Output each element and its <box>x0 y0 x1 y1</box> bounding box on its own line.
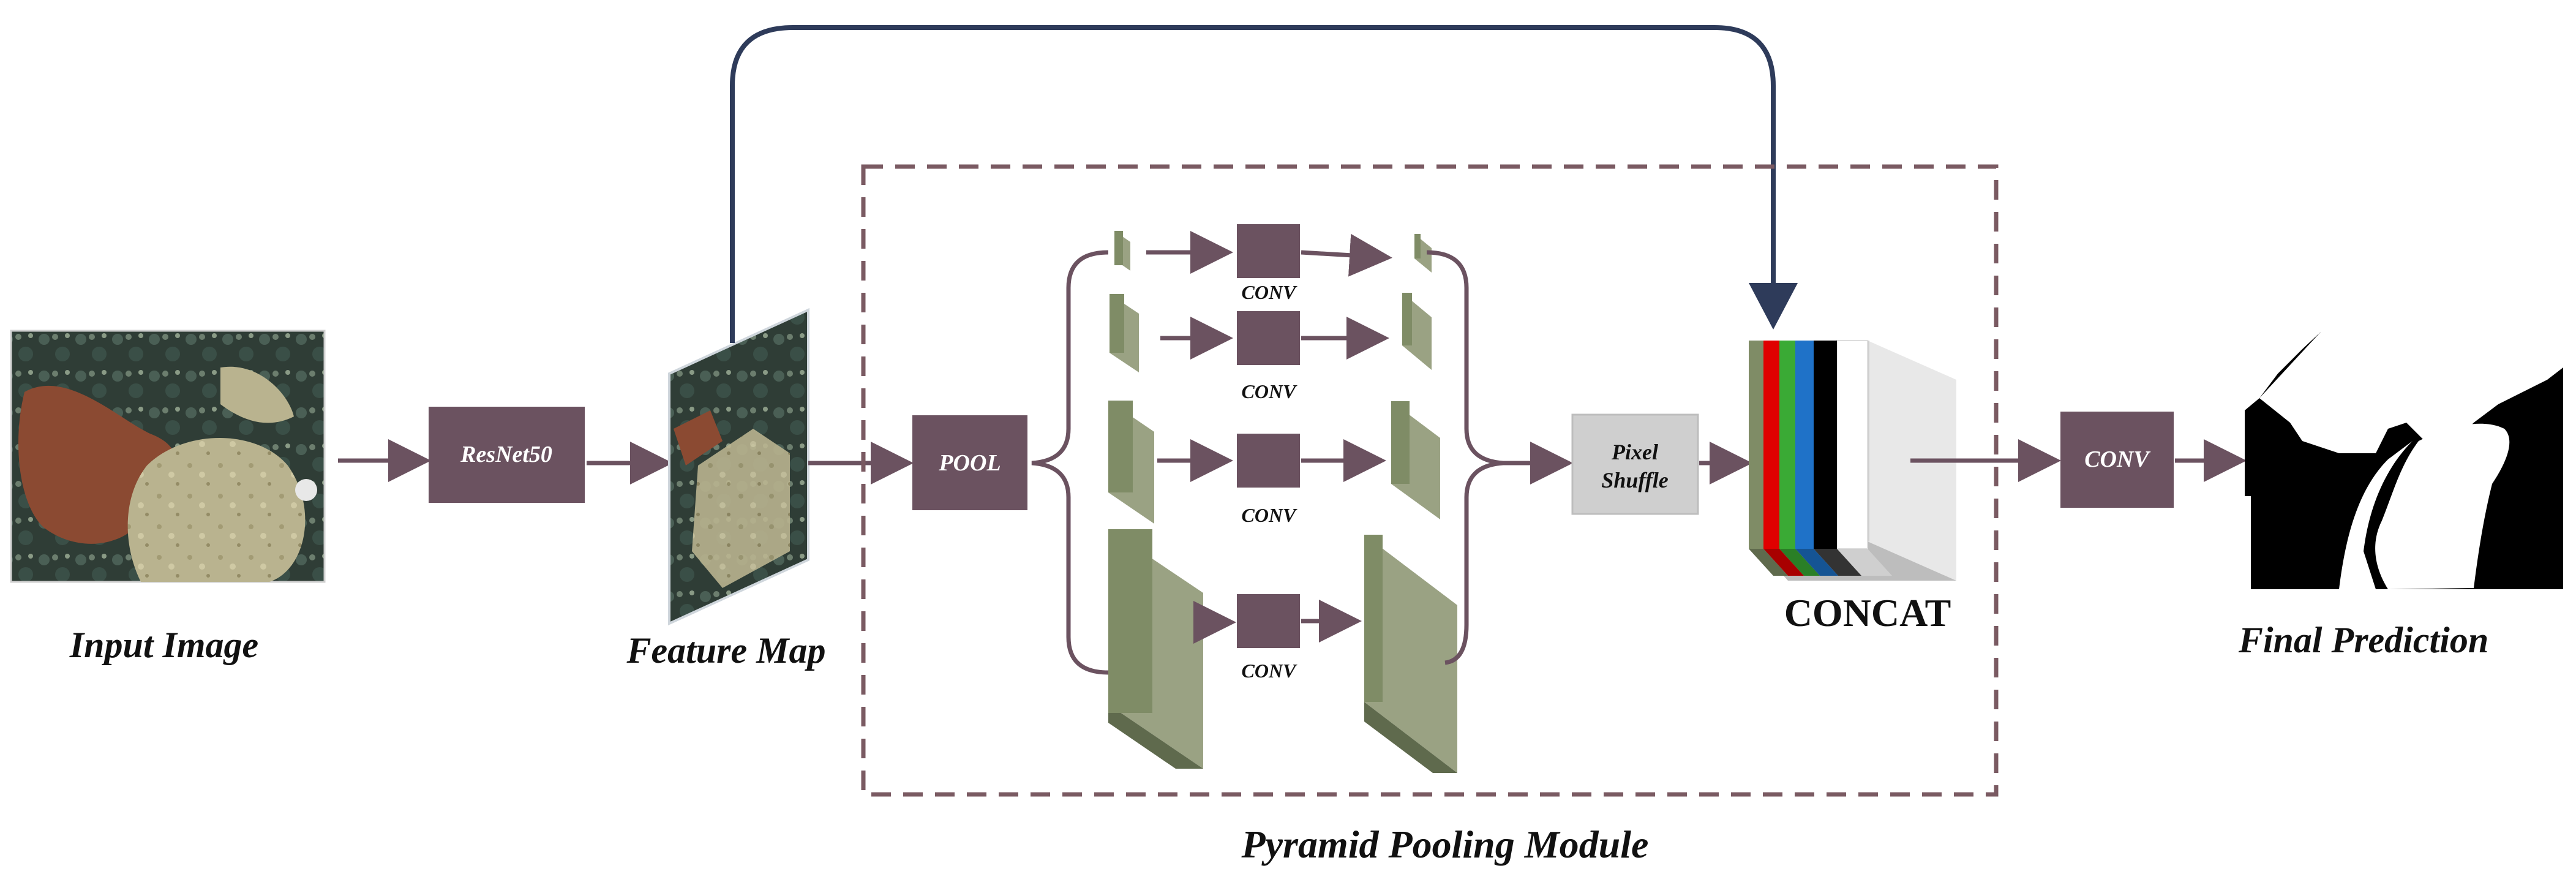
skip-connection-arrowhead <box>1749 283 1798 330</box>
branch-1-conv-block <box>1237 224 1300 278</box>
pixel-shuffle-label-line1: Pixel <box>1611 440 1658 464</box>
pool-label: POOL <box>938 450 1001 476</box>
right-branch-brace <box>1426 250 1504 665</box>
feature-map-label: Feature Map <box>626 630 825 671</box>
final-prediction-mask <box>2245 332 2563 589</box>
branch-3-conv-label: CONV <box>1242 504 1298 526</box>
final-conv-block <box>2060 412 2174 508</box>
pool-block <box>912 415 1027 510</box>
pyramid-pooling-module-border <box>861 164 1999 797</box>
branch-1-output-feature <box>1414 234 1432 273</box>
resnet50-label: ResNet50 <box>460 442 552 467</box>
concat-label: CONCAT <box>1784 591 1951 635</box>
branch-2-input-feature <box>1110 294 1139 372</box>
resnet50-block <box>429 407 585 503</box>
branch-1-conv-label: CONV <box>1242 281 1298 303</box>
branch-4-conv-block <box>1237 594 1300 648</box>
input-image <box>10 330 326 583</box>
feature-map <box>668 307 809 626</box>
branch-3-conv-block <box>1237 434 1300 488</box>
branch-1-input-feature <box>1114 231 1130 271</box>
final-prediction-label: Final Prediction <box>2238 620 2488 660</box>
branch-3-input-feature <box>1108 401 1154 524</box>
branch-2-output-feature <box>1402 293 1432 370</box>
final-conv-label: CONV <box>2084 447 2150 472</box>
module-label: Pyramid Pooling Module <box>1241 823 1649 866</box>
pixel-shuffle-label-line2: Shuffle <box>1601 468 1668 492</box>
pixel-shuffle-block <box>1571 413 1699 515</box>
branch-2-conv-block <box>1237 311 1300 365</box>
branch-4-output-feature <box>1364 535 1457 773</box>
branch-3-output-feature <box>1391 401 1440 519</box>
branch-2-conv-label: CONV <box>1242 380 1298 402</box>
left-branch-brace <box>1031 250 1109 675</box>
branch-4-input-feature <box>1108 529 1203 769</box>
input-image-label: Input Image <box>69 625 258 665</box>
branch-1-arrow-out <box>1301 233 1392 277</box>
skip-connection-arrow <box>730 25 1776 343</box>
branch-4-conv-label: CONV <box>1242 660 1298 682</box>
